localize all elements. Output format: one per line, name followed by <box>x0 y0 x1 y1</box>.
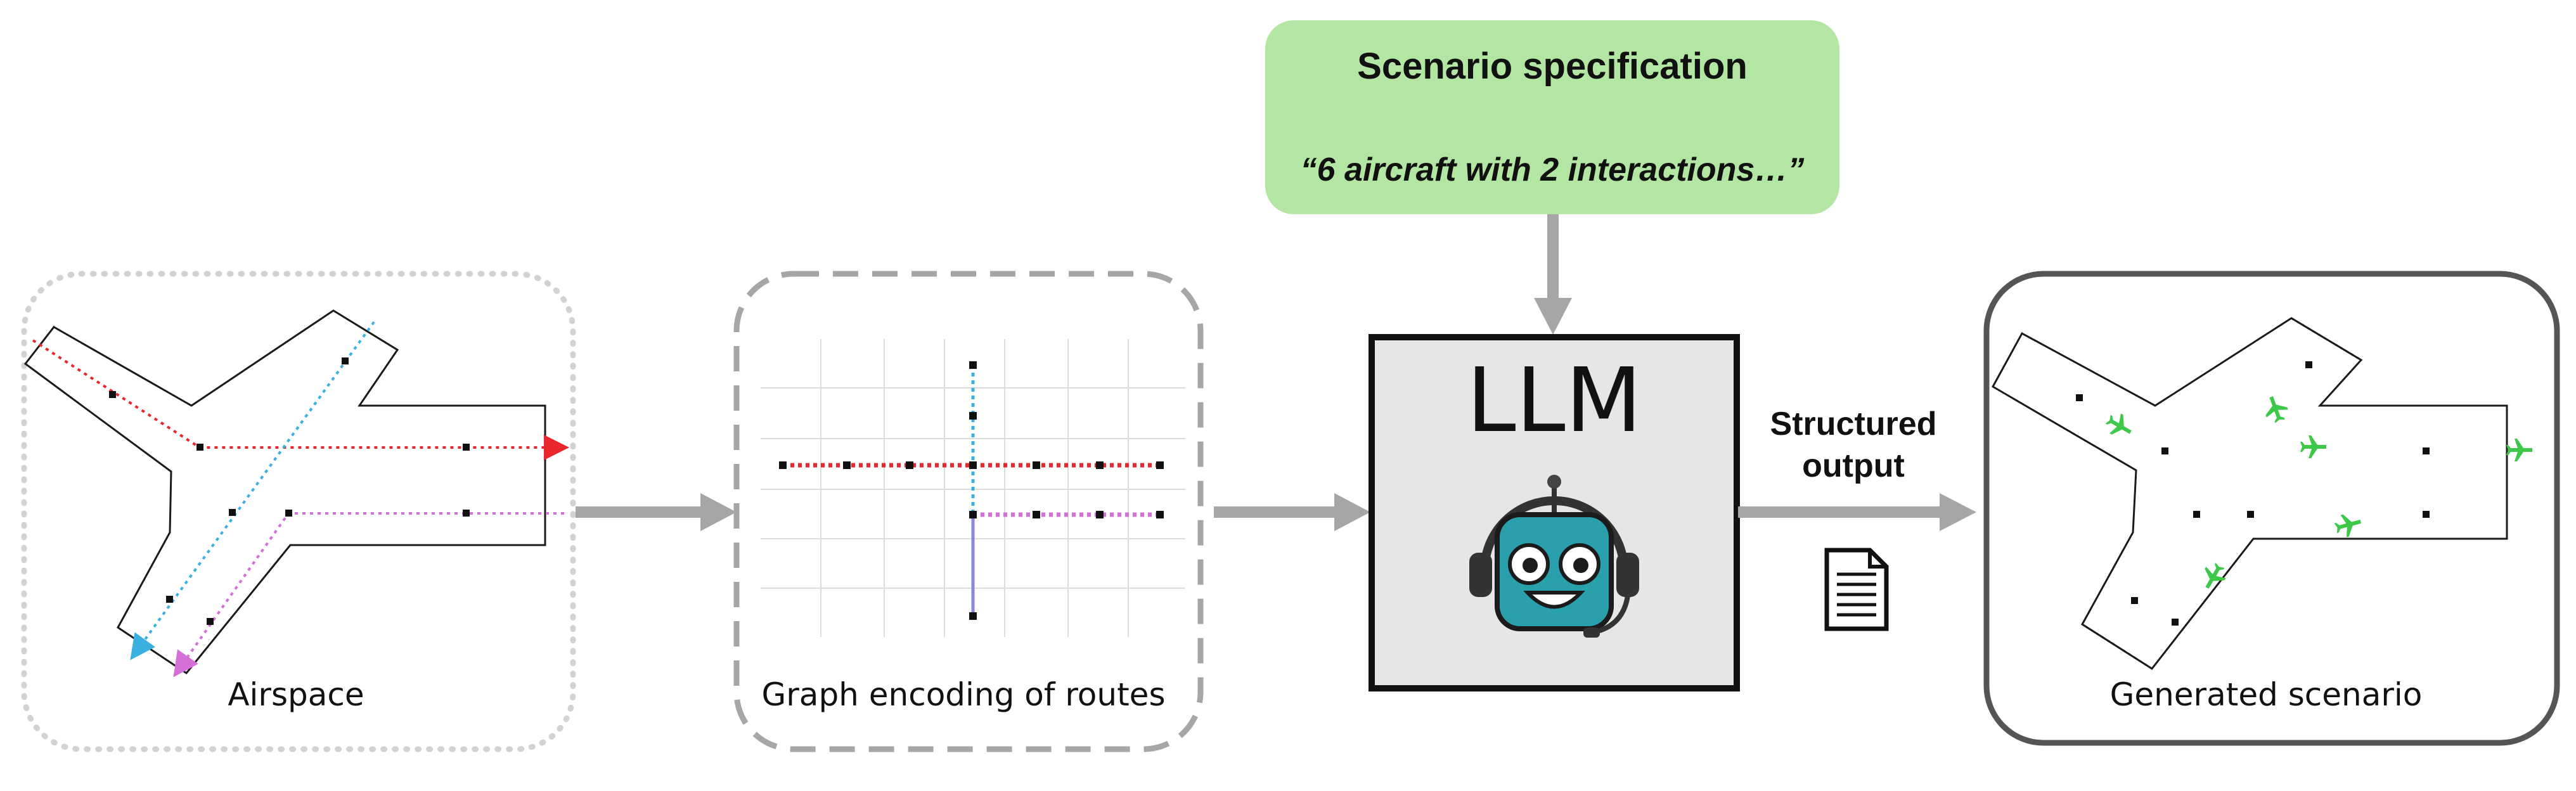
generated-label: Generated scenario <box>2110 676 2423 713</box>
graph-panel-border <box>733 271 1204 752</box>
generated-waypoints <box>2076 361 2430 626</box>
arrow-spec-to-llm <box>1534 214 1572 335</box>
route-blue <box>130 321 375 660</box>
scenario-spec-box: Scenario specification “6 aircraft with … <box>1265 20 1839 214</box>
airspace-panel: Airspace <box>21 271 576 752</box>
airspace-outline <box>23 309 546 675</box>
graph-label: Graph encoding of routes <box>762 676 1166 713</box>
llm-box: LLM <box>1368 334 1740 691</box>
airspace-waypoints <box>109 357 470 625</box>
arrow-graph-to-llm <box>1214 493 1370 531</box>
arrow-llm-to-generated <box>1738 493 1976 531</box>
llm-title: LLM <box>1467 349 1642 453</box>
document-icon <box>1824 548 1889 631</box>
airspace-panel-border <box>21 271 576 752</box>
structured-output-label-line2: output <box>1802 447 1905 484</box>
graph-nodes <box>779 361 1164 620</box>
scenario-spec-title: Scenario specification <box>1357 46 1748 87</box>
scenario-spec-quote: “6 aircraft with 2 interactions…” <box>1301 151 1805 188</box>
robot-headset-icon <box>1469 475 1639 638</box>
generated-panel: Generated scenario <box>1983 271 2560 746</box>
graph-panel: Graph encoding of routes <box>733 271 1204 752</box>
generated-panel-border <box>1983 271 2560 746</box>
generated-airspace-outline <box>1991 317 2508 670</box>
airspace-label: Airspace <box>228 676 364 713</box>
structured-output-label-line1: Structured <box>1770 406 1937 442</box>
aircraft-icon <box>2506 439 2532 461</box>
arrow-airspace-to-graph <box>576 493 737 531</box>
